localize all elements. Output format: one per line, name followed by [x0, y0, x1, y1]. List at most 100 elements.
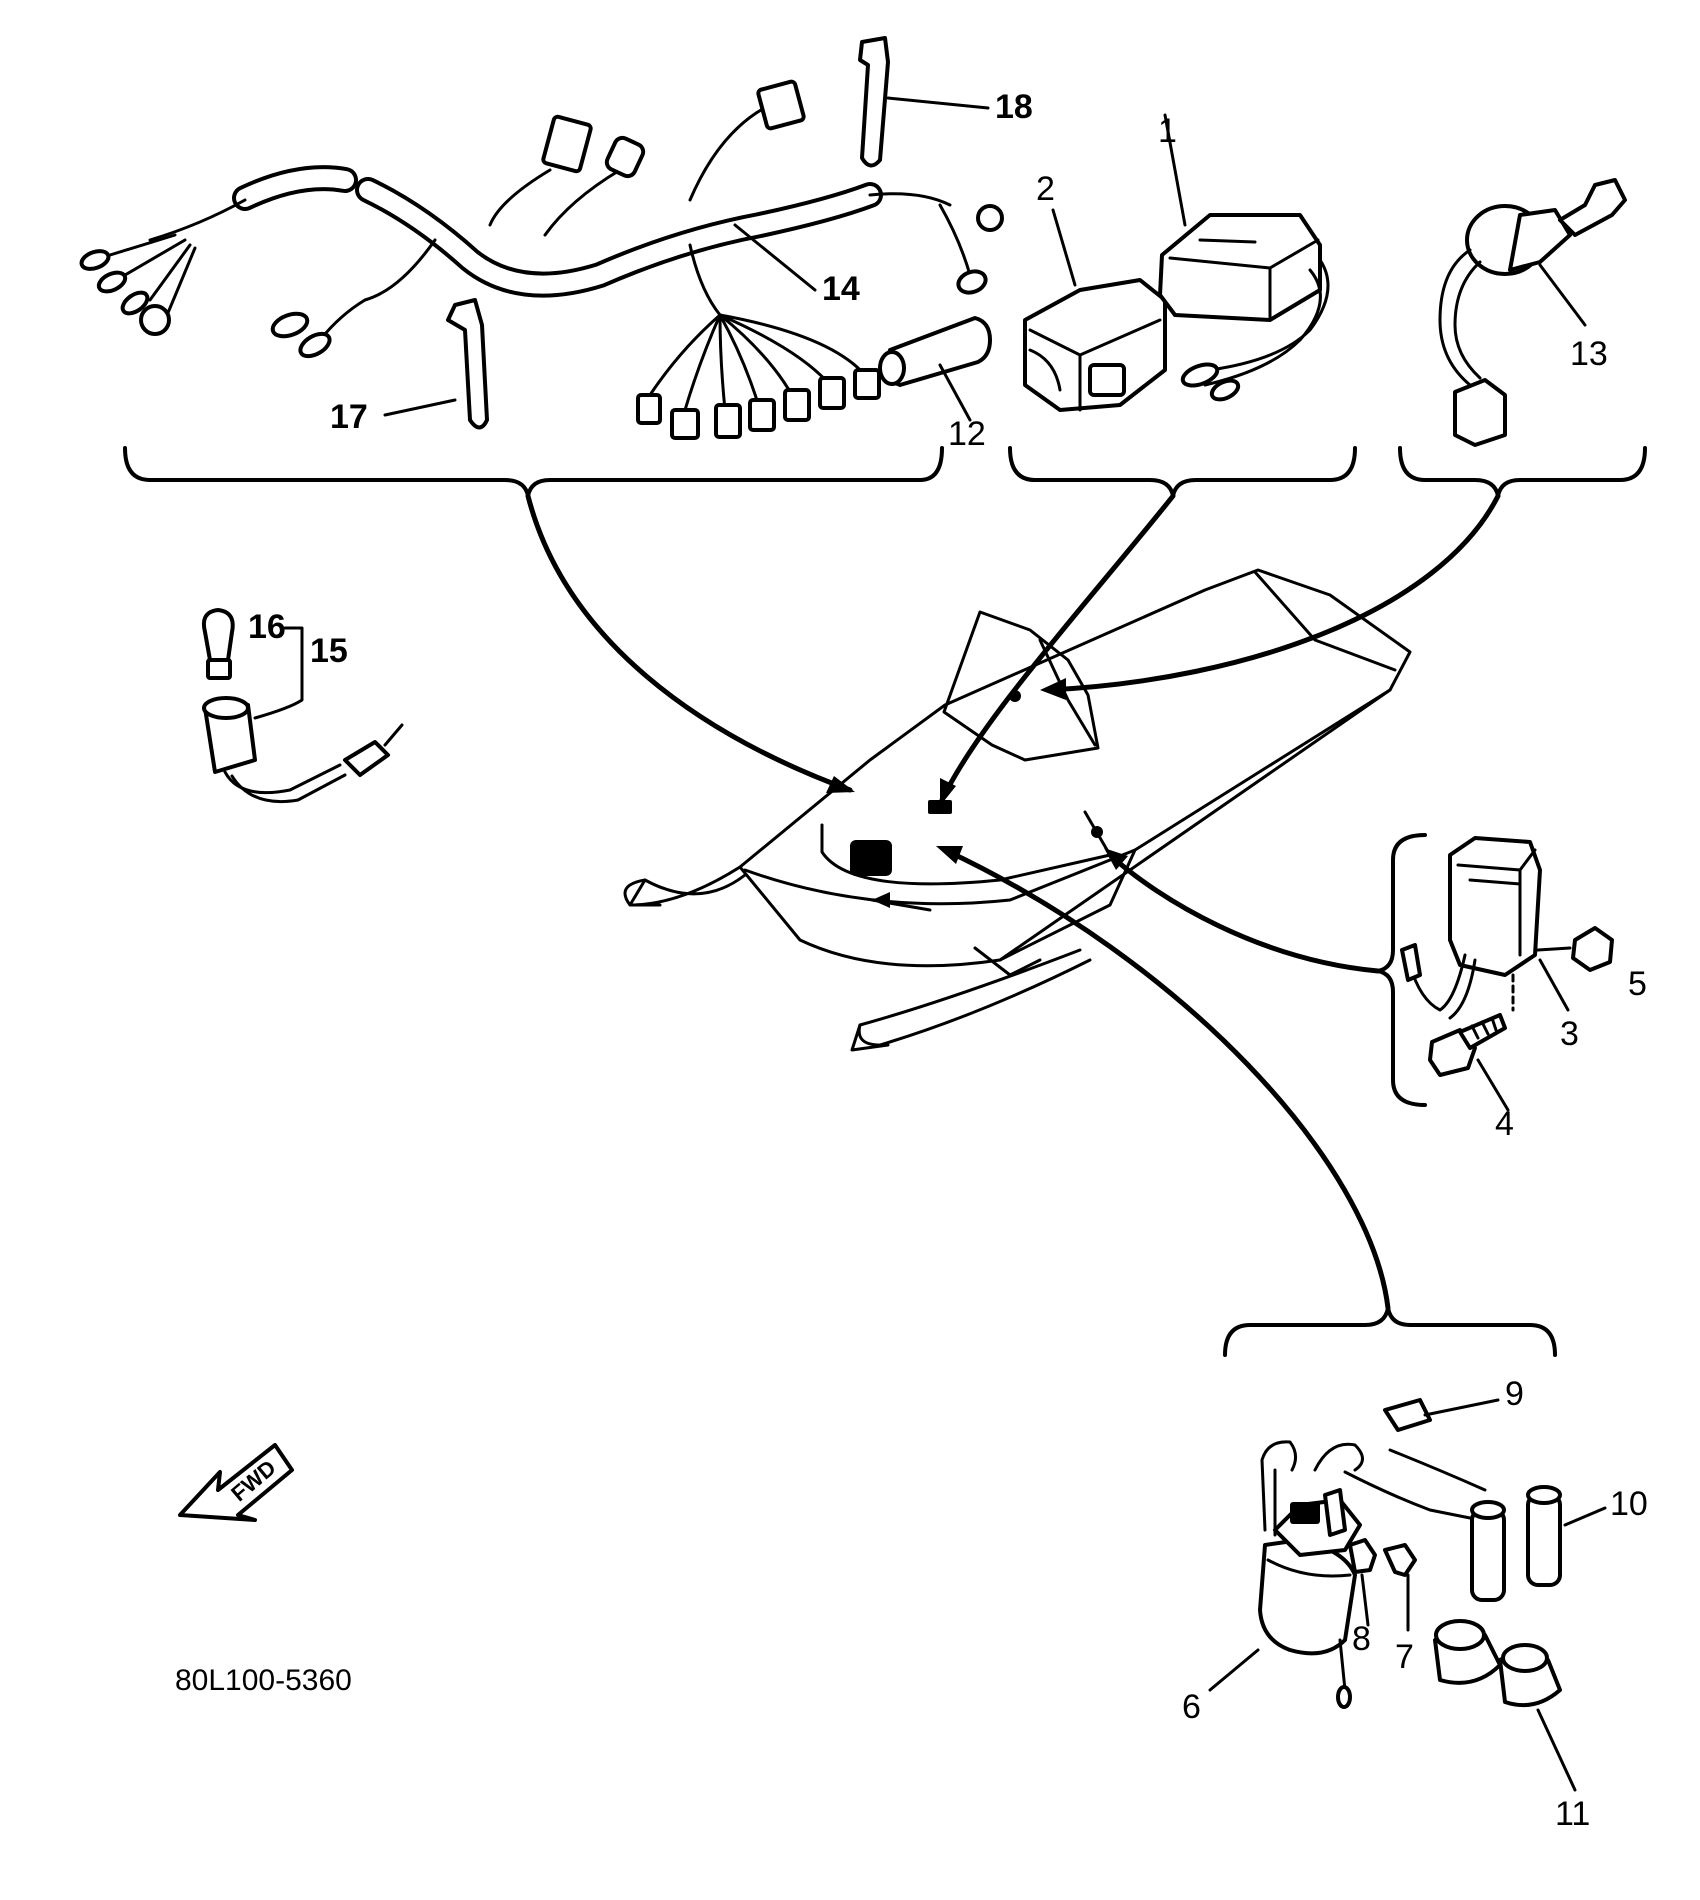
snowmobile-outline — [623, 568, 1412, 1052]
leader-regulator-to-machine — [1107, 852, 1381, 974]
harness-terminal-block — [670, 408, 700, 440]
forward-arrow-icon: FWD — [178, 1443, 294, 1522]
cable-tie-17 — [446, 298, 489, 430]
part-4-detail — [1470, 1016, 1498, 1040]
part-7-screw — [1383, 1543, 1417, 1577]
switch-group — [1023, 213, 1330, 412]
part-11-cap-top — [1434, 1619, 1486, 1651]
part-1-detail — [1198, 238, 1257, 244]
bracket-15-16 — [253, 626, 304, 720]
part-1-switch-unit — [1158, 213, 1322, 322]
part-13-coupler — [1453, 378, 1507, 447]
callout-leaders — [383, 96, 1587, 1112]
callout-13: 13 — [1570, 335, 1608, 373]
harness-terminal-block — [714, 403, 742, 439]
ski-left-tip — [628, 878, 662, 907]
part-6-ignition-coil — [1258, 1538, 1357, 1656]
harness-coupler-12-mouth — [878, 350, 906, 386]
main-switch-group — [1438, 178, 1627, 447]
harness-branch — [648, 313, 722, 397]
callout-8: 8 — [1352, 1620, 1371, 1658]
bracket-switch-group — [1008, 446, 1357, 498]
leader-1 — [1163, 113, 1187, 227]
callout-5: 5 — [1628, 965, 1647, 1003]
part-10-lead — [1388, 1448, 1487, 1492]
bracket-ignition-coil-group — [1223, 1306, 1557, 1357]
part-15-socket-top — [202, 696, 250, 720]
harness-branch — [488, 168, 552, 227]
harness-terminal-ring — [976, 204, 1004, 232]
harness-terminal — [96, 270, 128, 294]
harness-branch — [148, 243, 192, 302]
part-1-cable — [1208, 258, 1330, 372]
group-leader-lines — [525, 493, 1501, 1311]
harness-branch — [148, 198, 247, 242]
machine-body — [738, 568, 1412, 968]
part-16-bulb-base — [206, 658, 232, 680]
wire-harness-group — [79, 36, 1004, 440]
part-3-terminal — [1400, 943, 1422, 982]
leader-12 — [938, 363, 972, 422]
console-arrowhead — [872, 892, 890, 908]
harness-branch — [363, 238, 437, 302]
callout-10: 10 — [1610, 1485, 1648, 1523]
machine-side-line — [998, 688, 1392, 962]
part-1-terminal — [1180, 362, 1220, 388]
callout-1: 1 — [1158, 112, 1177, 150]
machine-seat-line — [1253, 570, 1397, 672]
harness-branch — [718, 313, 797, 402]
harness-branch — [123, 238, 187, 277]
part-1-terminal — [1209, 378, 1241, 402]
leader-switch-to-machine — [939, 493, 1176, 803]
harness-terminal-block — [748, 398, 776, 432]
leader-17 — [383, 398, 457, 417]
part-2-button — [1088, 363, 1126, 397]
part-2-slot — [1028, 348, 1062, 392]
harness-branch — [688, 103, 772, 202]
leader-4 — [1476, 1058, 1510, 1112]
part-3-cable — [1448, 958, 1477, 1020]
part-6-hv-lead — [1260, 1440, 1297, 1532]
harness-terminal — [120, 290, 150, 316]
harness-branch — [163, 246, 197, 322]
part-16-bulb — [201, 608, 235, 662]
leader-arrowhead — [940, 778, 956, 806]
harness-branch — [938, 203, 972, 277]
part-5-leader — [1536, 946, 1572, 952]
part-13-switch-body — [1508, 208, 1572, 272]
regulator-group — [1400, 836, 1614, 1077]
part-2-handlebar-switch — [1023, 278, 1167, 412]
part-9-lead — [1313, 1442, 1364, 1472]
leader-harness-to-machine — [525, 493, 853, 793]
forward-arrow-shape — [178, 1443, 294, 1522]
console-connector — [928, 800, 952, 814]
part-10-plug-top — [1470, 1500, 1506, 1520]
harness-terminal — [79, 249, 111, 271]
leader-key-to-machine — [1045, 493, 1501, 693]
part-11-leader — [1536, 1708, 1577, 1792]
machine-windshield — [942, 610, 1100, 762]
part-4-bolt-shank — [1458, 1013, 1507, 1050]
part-10-leader — [1563, 1506, 1607, 1527]
callout-16: 16 — [248, 608, 286, 646]
ski-strut — [973, 946, 1042, 977]
part-6-ground-terminal — [1336, 1685, 1352, 1709]
harness-main-cable-inner — [359, 181, 879, 294]
drawing-code: 80L100-5360 — [175, 1664, 352, 1697]
harness-branch — [718, 313, 727, 412]
harness-branch — [543, 168, 622, 237]
console-component-dark — [850, 840, 892, 876]
regulator-mount-point — [1091, 826, 1103, 838]
harness-branch — [683, 313, 722, 412]
part-10-plug-top — [1526, 1485, 1562, 1505]
part-6-ground-lead — [1338, 1638, 1347, 1692]
harness-branch — [718, 313, 762, 412]
part-6-detail — [1266, 1558, 1352, 1578]
callout-numbers: 1 2 3 4 5 6 7 8 9 10 11 12 13 14 15 16 1… — [248, 88, 1648, 1833]
part-10-plug-cap — [1526, 1493, 1562, 1587]
harness-terminal-block — [818, 376, 846, 410]
harness-terminal-ring — [139, 304, 171, 336]
callout-3: 3 — [1560, 1015, 1579, 1053]
part-10-lead — [1343, 1470, 1482, 1522]
